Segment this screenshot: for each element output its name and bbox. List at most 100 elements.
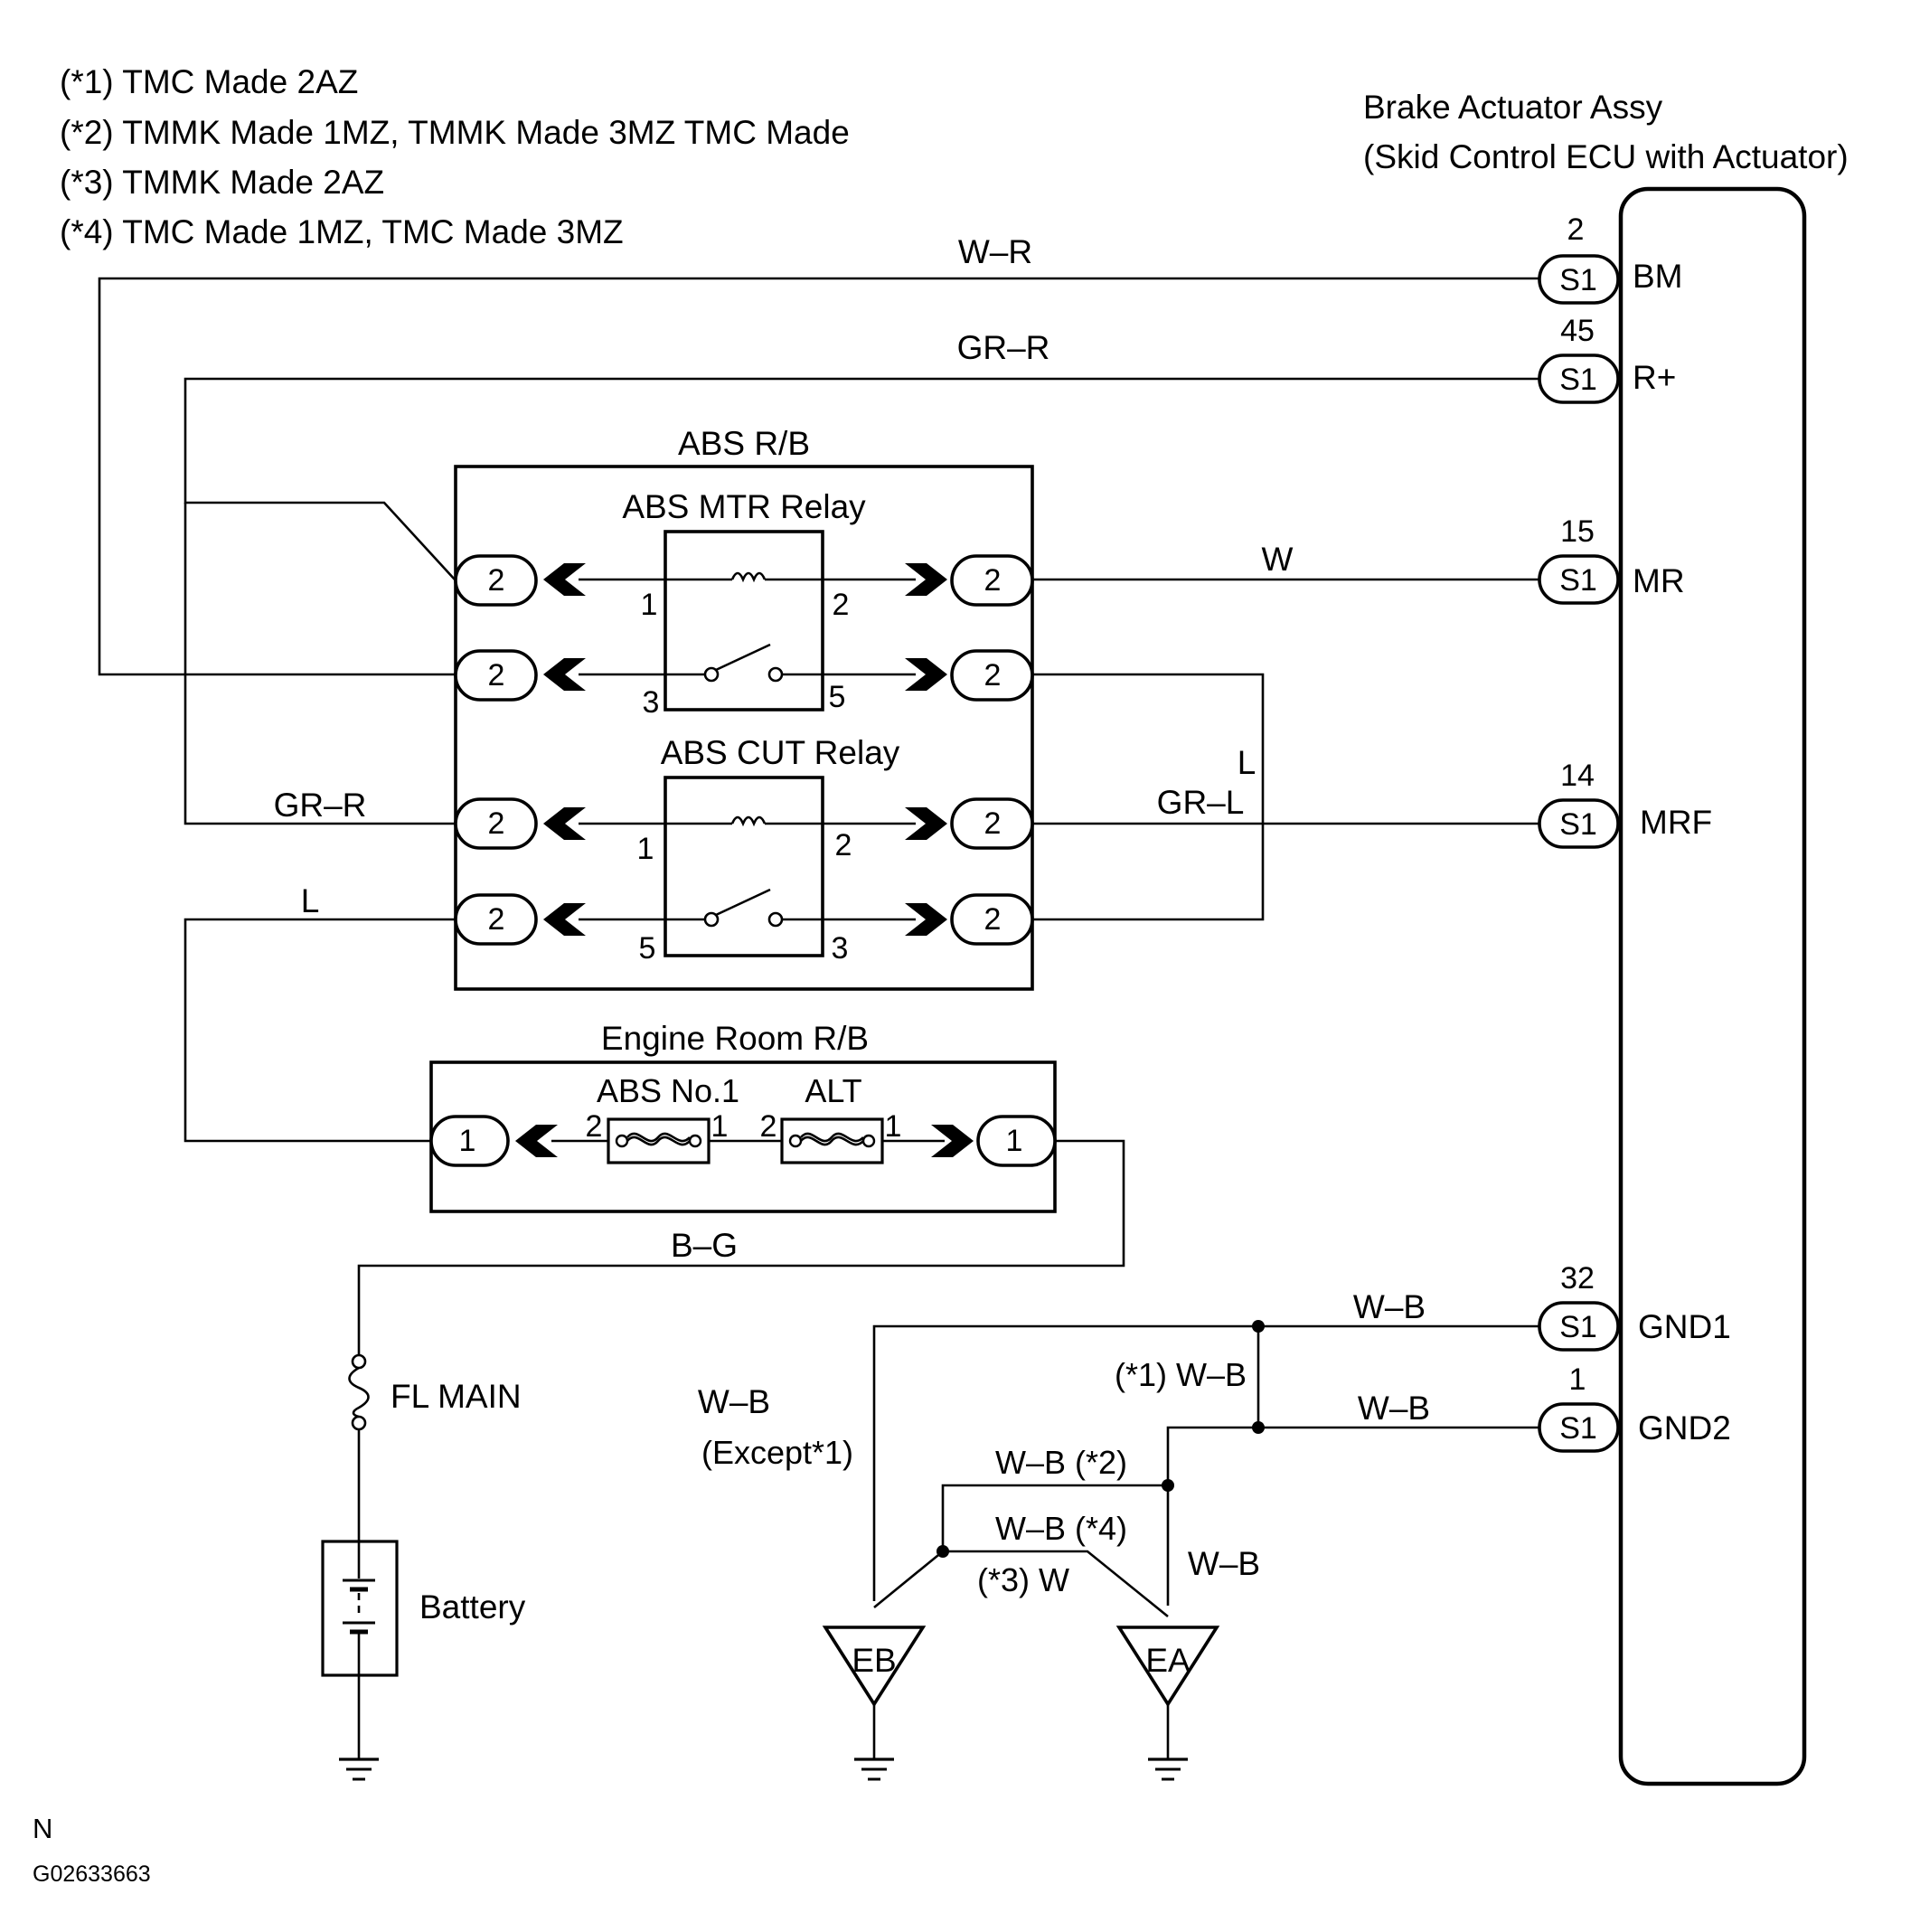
cut-pin-1: 1	[637, 832, 654, 866]
pin-name-bm: BM	[1633, 258, 1683, 295]
connector-s1-bm	[1538, 254, 1620, 305]
pin-number-gnd2: 1	[1569, 1362, 1586, 1397]
fuse-abs-no1-terminal-icon	[688, 1134, 702, 1148]
engine-rb-connector-right-label: 1	[1006, 1124, 1023, 1158]
engine-room-relay-block: Engine Room R/B 1 1 ABS No.1 2 1 ALT 2 1	[429, 1020, 1057, 1213]
notes: (*1) TMC Made 2AZ (*2) TMMK Made 1MZ, TM…	[60, 63, 850, 250]
ground-point-ea-icon	[1115, 1626, 1220, 1708]
engine-rb-title: Engine Room R/B	[601, 1020, 869, 1057]
grounds: EB EA	[339, 1626, 1220, 1781]
mtr-pin-2: 2	[833, 588, 850, 622]
abs-rb-connector-l2-label: 2	[488, 658, 505, 693]
pin-number-r-plus: 45	[1560, 314, 1595, 348]
mtr-pin-5: 5	[829, 680, 846, 714]
wire-l-right	[1032, 673, 1265, 921]
abs-rb-connector-r4	[950, 893, 1034, 946]
label-wb-except-1: W–B	[698, 1383, 770, 1420]
cut-coil-icon	[730, 815, 767, 827]
junction-star2	[1162, 1479, 1174, 1492]
mtr-relay-box	[664, 530, 824, 712]
fuse-alt-terminal-icon	[788, 1134, 803, 1148]
label-wb-ea: W–B	[1188, 1545, 1260, 1582]
ecu-title: Brake Actuator Assy	[1363, 89, 1663, 126]
ground-point-eb-icon	[822, 1626, 927, 1708]
footer-code-n: N	[33, 1813, 52, 1844]
junction-gnd1	[1252, 1320, 1265, 1333]
label-wb-star2: W–B (*2)	[995, 1444, 1127, 1481]
pin-name-mrf: MRF	[1640, 804, 1712, 841]
fuse-alt-pin-right: 1	[885, 1109, 902, 1144]
wire-l-left	[184, 918, 456, 1143]
mtr-coil-icon	[730, 571, 767, 583]
wire-star2	[941, 1484, 1168, 1551]
engine-rb-connector-left-label: 1	[459, 1124, 476, 1158]
connector-label-gnd2: S1	[1559, 1411, 1597, 1446]
abs-rb-connector-r2	[950, 649, 1034, 702]
engine-rb-connector-right	[976, 1115, 1057, 1167]
junction-gnd2	[1252, 1421, 1265, 1434]
arrow-right-icon	[931, 1125, 974, 1157]
note-1: (*1) TMC Made 2AZ	[60, 63, 358, 100]
arrow-left-icon	[515, 1125, 558, 1157]
fuse-abs-no1-pin-right: 1	[711, 1109, 729, 1144]
pin-name-gnd1: GND1	[1638, 1308, 1731, 1345]
cut-pin-2: 2	[835, 828, 852, 862]
fl-main-terminal-icon	[351, 1415, 367, 1431]
abs-rb-connector-l4	[454, 893, 538, 946]
connector-label-gnd1: S1	[1559, 1310, 1597, 1344]
cut-sw-contact-left	[703, 911, 720, 928]
cut-relay-box	[664, 776, 824, 957]
arrow-right-icon	[905, 563, 947, 596]
abs-rb-connector-l1-label: 2	[488, 563, 505, 598]
mtr-sw-contact-left	[703, 666, 720, 683]
label-w: W	[1262, 541, 1294, 578]
pin-name-r-plus: R+	[1633, 359, 1676, 396]
fuse-alt-terminal-icon	[861, 1134, 876, 1148]
fl-main-label: FL MAIN	[391, 1378, 522, 1415]
battery-icon	[343, 1541, 375, 1675]
label-wb-except-2: (Except*1)	[701, 1434, 853, 1471]
wire-w-r	[98, 277, 1539, 676]
power-source: FL MAIN Battery	[321, 1353, 526, 1677]
arrow-left-icon	[543, 658, 586, 691]
connector-label-r-plus: S1	[1559, 363, 1597, 397]
connector-s1-gnd2	[1538, 1402, 1620, 1453]
wire-labels: W–R GR–R GR–R L W L GR–L B–G W–B W–B (*1…	[274, 233, 1431, 1598]
ecu-body	[1618, 186, 1807, 1786]
label-l-right: L	[1238, 744, 1256, 781]
label-gr-r-left: GR–R	[274, 787, 367, 824]
ecu-subtitle: (Skid Control ECU with Actuator)	[1363, 138, 1849, 175]
label-gr-l: GR–L	[1157, 784, 1245, 821]
fusible-link-icon	[348, 1366, 370, 1418]
connector-label-bm: S1	[1559, 263, 1597, 297]
arrow-left-icon	[543, 807, 586, 840]
abs-rb-connector-r3-label: 2	[984, 806, 1002, 841]
abs-rb-title: ABS R/B	[678, 425, 810, 462]
label-wb-star1: (*1) W–B	[1115, 1356, 1247, 1393]
connector-s1-mrf	[1538, 798, 1620, 849]
note-4: (*4) TMC Made 1MZ, TMC Made 3MZ	[60, 213, 624, 250]
chassis-ground-icon	[339, 1758, 379, 1781]
connector-s1-r-plus	[1538, 353, 1620, 404]
pin-number-mr: 15	[1560, 514, 1595, 549]
fl-main-terminal-icon	[351, 1353, 367, 1370]
label-l-left: L	[301, 882, 320, 919]
battery-label: Battery	[419, 1588, 526, 1626]
wire-b-g	[357, 1139, 1125, 1356]
fuse-abs-no1-terminal-icon	[615, 1134, 629, 1148]
label-w-star3: (*3) W	[977, 1561, 1069, 1598]
fuse-abs-no1-pin-left: 2	[586, 1109, 603, 1144]
brake-actuator-assy: Brake Actuator Assy (Skid Control ECU wi…	[1363, 89, 1849, 1786]
junction-star3	[936, 1545, 949, 1558]
fuse-element-icon	[800, 1132, 864, 1146]
junction-dots	[936, 1320, 1265, 1558]
mtr-pin-1: 1	[641, 588, 658, 622]
mtr-sw-contact-right	[767, 666, 784, 683]
fuse-element-icon	[626, 1132, 691, 1146]
pin-name-gnd2: GND2	[1638, 1409, 1731, 1447]
connector-s1-gnd1	[1538, 1301, 1620, 1352]
arrow-left-icon	[543, 903, 586, 936]
arrow-right-icon	[905, 903, 947, 936]
connector-s1-mr	[1538, 554, 1620, 605]
abs-rb-connector-l4-label: 2	[488, 902, 505, 937]
